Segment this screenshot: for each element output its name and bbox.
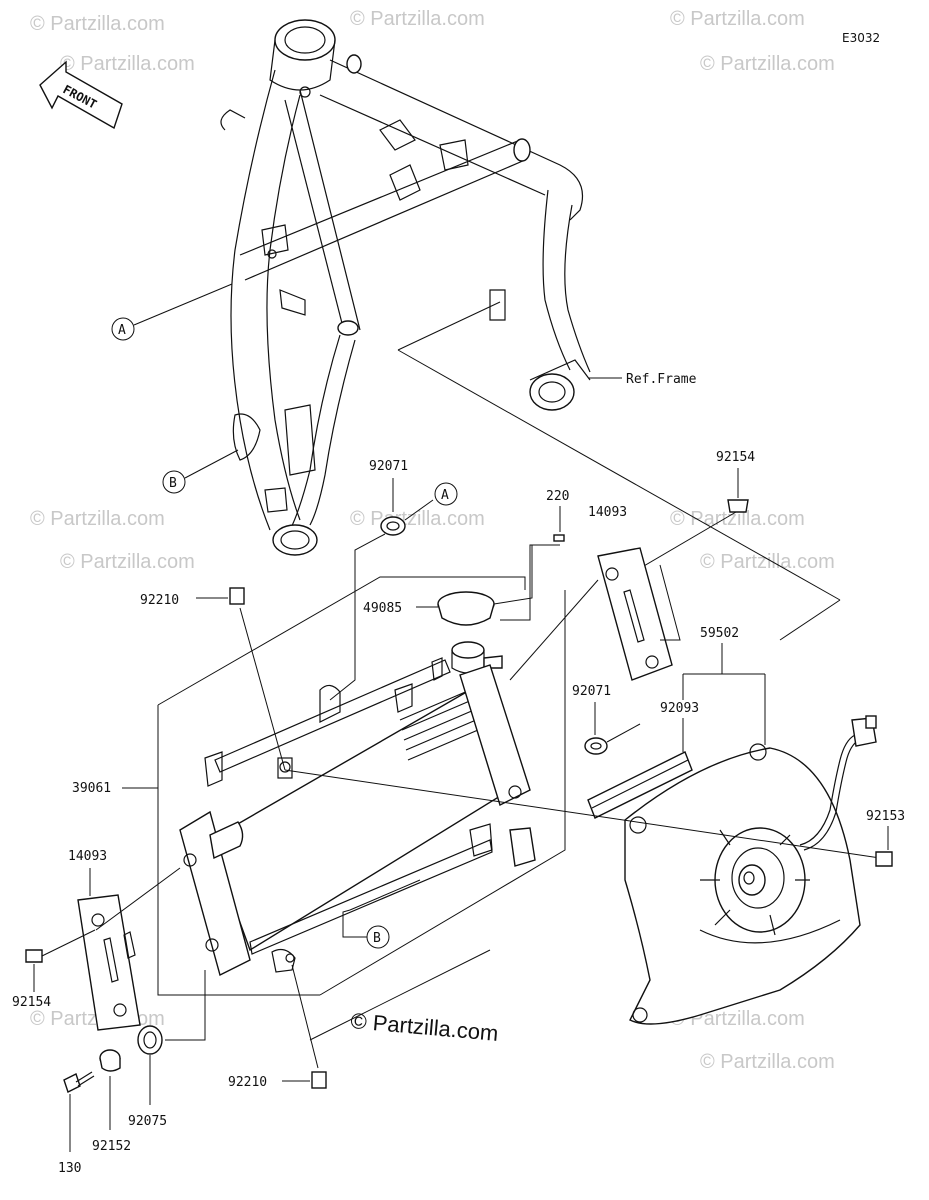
watermark-6: © Partzilla.com	[30, 508, 165, 530]
radiator-39061	[179, 657, 536, 977]
label-14093-bot: 14093	[68, 849, 107, 864]
label-92075: 92075	[128, 1114, 167, 1129]
label-92093: 92093	[660, 701, 699, 716]
part-92154-bot: 92154	[12, 929, 96, 1010]
label-14093-top: 14093	[588, 505, 627, 520]
fan-assembly	[624, 715, 877, 1025]
watermark-2: © Partzilla.com	[60, 53, 195, 75]
label-92210-top: 92210	[140, 593, 179, 608]
label-130: 130	[58, 1161, 81, 1176]
callout-b-label: B	[169, 476, 177, 491]
label-220: 220	[546, 489, 569, 504]
label-59502: 59502	[700, 626, 739, 641]
watermark-13: © Partzilla.com	[700, 1051, 835, 1073]
label-39061: 39061	[72, 781, 111, 796]
callout-b-radiator: B	[342, 879, 421, 949]
part-49085: 49085	[363, 545, 533, 674]
label-92154-top: 92154	[716, 450, 755, 465]
label-92210-bot: 92210	[228, 1075, 267, 1090]
part-92071-top: 92071 A	[329, 459, 458, 701]
part-14093-top: 14093	[509, 505, 681, 681]
part-92071-mid: 92071	[572, 684, 641, 755]
watermark-1: © Partzilla.com	[30, 13, 165, 35]
brand-watermark: © Partzilla.com	[350, 1008, 500, 1046]
part-130: 130	[58, 1071, 95, 1176]
watermark-7: © Partzilla.com	[60, 551, 195, 573]
part-14093-bot: 14093	[68, 849, 181, 1031]
callout-a-label: A	[118, 323, 126, 338]
part-92154-top: 92154	[619, 450, 755, 581]
label-92154-bot: 92154	[12, 995, 51, 1010]
watermark-9: © Partzilla.com	[670, 508, 805, 530]
label-92071-mid: 92071	[572, 684, 611, 699]
part-59502: 59502	[682, 626, 766, 745]
frame-drawing	[220, 19, 591, 556]
callout-b-frame: B	[162, 449, 239, 494]
watermark-10: © Partzilla.com	[700, 551, 835, 573]
part-92210-bot: 92210	[228, 949, 491, 1090]
label-92152: 92152	[92, 1139, 131, 1154]
watermark-3: © Partzilla.com	[350, 8, 485, 30]
part-39061-leader: 39061	[72, 576, 526, 996]
callout-a-frame: A	[111, 283, 233, 341]
part-220: 220	[500, 489, 569, 621]
label-49085: 49085	[363, 601, 402, 616]
part-92093: 92093	[587, 701, 699, 819]
part-92153: 92153	[866, 809, 905, 867]
watermark-5: © Partzilla.com	[700, 53, 835, 75]
watermark-4: © Partzilla.com	[670, 8, 805, 30]
callout-a-label-2: A	[441, 488, 449, 503]
part-92152: 92152	[92, 1049, 131, 1154]
label-92071-top: 92071	[369, 459, 408, 474]
callout-b-label-2: B	[373, 931, 381, 946]
part-92210-top: 92210	[140, 587, 286, 771]
part-92075: 92075	[128, 970, 206, 1129]
label-92153: 92153	[866, 809, 905, 824]
ref-frame-label: Ref.Frame	[626, 372, 697, 387]
diagram-code: E3032	[842, 31, 880, 45]
